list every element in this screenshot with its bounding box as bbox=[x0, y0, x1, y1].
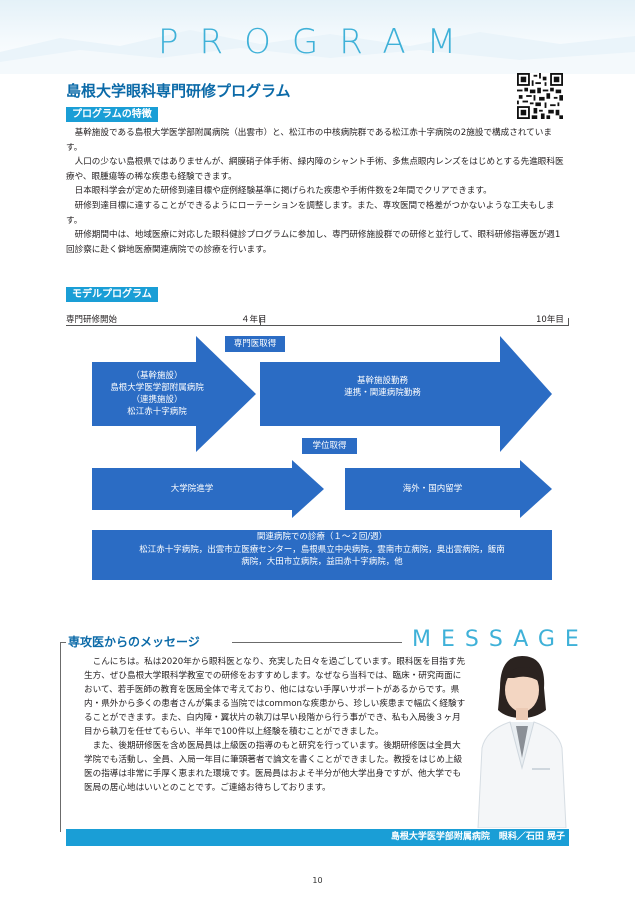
program-title: 島根大学眼科専門研修プログラム bbox=[66, 82, 291, 100]
timeline-end-label: 10年目 bbox=[536, 315, 564, 325]
related-line: 関連病院での診療（１～２回/週） bbox=[256, 532, 388, 542]
related-hospitals-box: 関連病院での診療（１～２回/週） 松江赤十字病院，出雲市立医療センター，島根県立… bbox=[92, 530, 552, 580]
related-line: 松江赤十字病院，出雲市立医療センター，島根県立中央病院，雲南市立病院，奥出雲病院… bbox=[139, 544, 505, 555]
arrow-post-specialist-text: 基幹施設勤務 連携・関連病院勤務 bbox=[260, 375, 505, 399]
signature-bar: 島根大学医学部附属病院 眼科／石田 晃子 bbox=[66, 829, 569, 846]
arrow-study-abroad-text: 海外・国内留学 bbox=[402, 484, 463, 494]
arrow-line: （連携施設） bbox=[131, 395, 183, 405]
arrow-line: 島根大学医学部附属病院 bbox=[110, 383, 204, 393]
message-title: MESSAGE bbox=[412, 627, 589, 652]
arrow-graduate-school-text: 大学院進学 bbox=[170, 484, 214, 494]
arrow-basic-training-text: （基幹施設） 島根大学医学部附属病院 （連携施設） 松江赤十字病院 bbox=[92, 370, 222, 418]
degree-tag: 学位取得 bbox=[302, 438, 357, 454]
features-label: プログラムの特徴 bbox=[66, 107, 158, 122]
specialist-tag: 専門医取得 bbox=[225, 336, 285, 352]
arrow-basic-training bbox=[92, 336, 256, 452]
timeline-tick bbox=[260, 318, 261, 326]
message-frame bbox=[60, 642, 66, 643]
timeline-mid-label: ４年目 bbox=[241, 315, 267, 325]
features-paragraph: 人口の少ない島根県ではありませんが、網膜硝子体手術、緑内障のシャント手術、多焦点… bbox=[66, 157, 564, 182]
header-band bbox=[0, 0, 635, 74]
divider bbox=[232, 642, 402, 643]
message-frame bbox=[60, 642, 61, 832]
qr-code-icon[interactable] bbox=[517, 73, 563, 119]
features-paragraph: 研修到達目標に達することができるようにローテーションを調整します。また、専攻医間… bbox=[66, 200, 555, 226]
message-paragraph: また、後期研修医を含め医局員は上級医の指導のもと研究を行っています。後期研修医は… bbox=[84, 741, 463, 793]
mountain-illustration bbox=[0, 30, 635, 74]
page-title: PROGRAM bbox=[157, 22, 478, 62]
message-paragraph: こんにちは。私は2020年から眼科医となり、充実した日々を過ごしています。眼科医… bbox=[84, 657, 466, 737]
page-number: 10 bbox=[312, 876, 323, 885]
arrow-line: 基幹施設勤務 bbox=[356, 376, 408, 386]
features-paragraph: 日本眼科学会が定めた研修到達目標や症例経験基準に掲げられた疾患や手術件数を2年間… bbox=[74, 186, 492, 197]
message-text: こんにちは。私は2020年から眼科医となり、充実した日々を過ごしています。眼科医… bbox=[84, 655, 466, 795]
timeline-tick bbox=[568, 318, 569, 326]
model-program-label: モデルプログラム bbox=[66, 287, 158, 302]
arrow-line: 松江赤十字病院 bbox=[127, 407, 187, 417]
message-heading: 専攻医からのメッセージ bbox=[68, 635, 200, 649]
arrow-study-abroad bbox=[345, 460, 552, 518]
features-paragraph: 研修期間中は、地域医療に対応した眼科健診プログラムに参加し、専門研修施設群での研… bbox=[66, 230, 561, 255]
arrow-line: 連携・関連病院勤務 bbox=[344, 388, 421, 398]
resident-photo bbox=[470, 648, 570, 828]
arrow-post-specialist bbox=[260, 336, 552, 452]
related-line: 病院，大田市立病院，益田赤十字病院，他 bbox=[241, 557, 403, 567]
signature-text: 島根大学医学部附属病院 眼科／石田 晃子 bbox=[390, 832, 565, 842]
features-paragraph: 基幹施設である島根大学医学部附属病院（出雲市）と、松江市の中核病院群である松江赤… bbox=[66, 128, 552, 153]
arrow-line: （基幹施設） bbox=[131, 371, 183, 381]
features-text: 基幹施設である島根大学医学部附属病院（出雲市）と、松江市の中核病院群である松江赤… bbox=[66, 126, 568, 257]
timeline-start-label: 専門研修開始 bbox=[66, 315, 118, 325]
timeline-axis bbox=[66, 325, 569, 326]
arrow-graduate-school bbox=[92, 460, 324, 518]
